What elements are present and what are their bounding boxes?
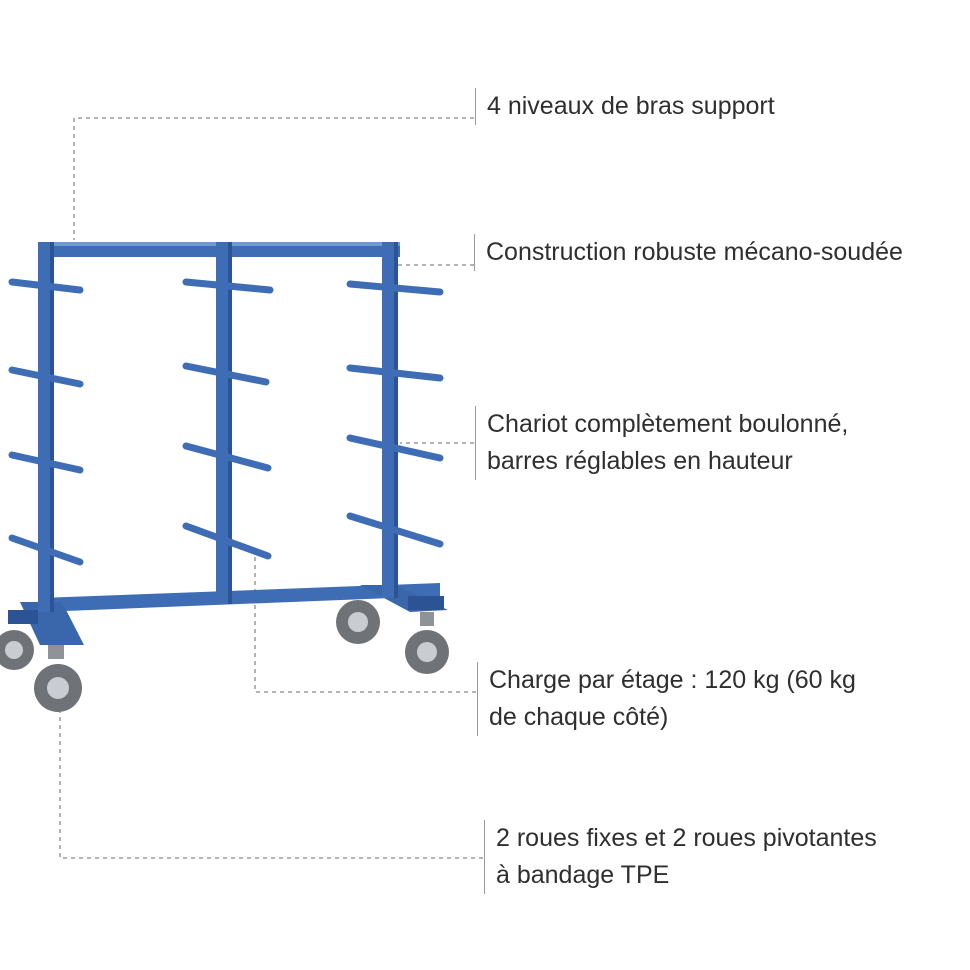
wheels xyxy=(0,600,449,712)
wheel-front-left xyxy=(34,645,82,712)
callout-text: à bandage TPE xyxy=(496,861,670,889)
wheel-back-right xyxy=(336,600,380,644)
upright-middle-shade xyxy=(228,242,232,604)
leader-line-arms xyxy=(73,117,474,240)
callout-text: Charge par étage : 120 kg (60 kg xyxy=(489,666,856,694)
callout-welded-construction: Construction robuste mécano-soudée xyxy=(474,234,903,271)
wheel-back-left xyxy=(0,630,34,670)
upright-right-shade xyxy=(394,242,398,598)
leader-lines xyxy=(59,117,483,859)
callout-text: Construction robuste mécano-soudée xyxy=(486,238,903,266)
base-plate-right xyxy=(408,596,444,610)
callout-text: Chariot complètement boulonné, xyxy=(487,410,849,438)
callout-bolted-adjustable: Chariot complètement boulonné, barres ré… xyxy=(475,406,848,480)
callout-text: 4 niveaux de bras support xyxy=(487,92,775,120)
wheel-front-right xyxy=(405,612,449,674)
upright-left-shade xyxy=(50,242,54,612)
base-rail-back xyxy=(40,583,440,612)
callout-load-capacity: Charge par étage : 120 kg (60 kg de chaq… xyxy=(477,662,856,736)
callout-support-arms: 4 niveaux de bras support xyxy=(475,88,775,125)
base-plate-left xyxy=(8,610,38,624)
callout-wheels: 2 roues fixes et 2 roues pivotantes à ba… xyxy=(484,820,877,894)
callout-text: 2 roues fixes et 2 roues pivotantes xyxy=(496,824,877,852)
cart-frame xyxy=(8,242,448,645)
callout-text: de chaque côté) xyxy=(489,703,669,731)
leader-line-wheels xyxy=(59,712,483,859)
callout-text: barres réglables en hauteur xyxy=(487,447,793,475)
support-arms xyxy=(8,278,444,566)
